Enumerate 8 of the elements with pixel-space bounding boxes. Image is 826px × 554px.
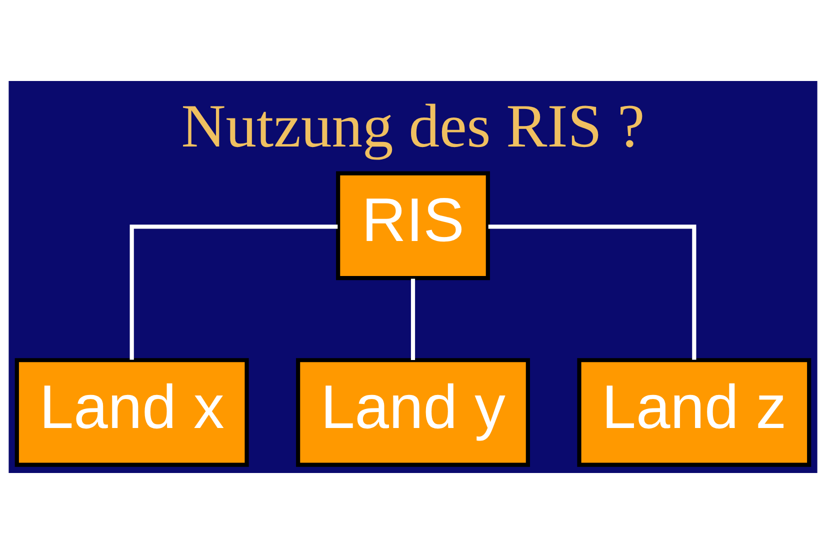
connector bbox=[130, 224, 338, 360]
node-box: RIS bbox=[336, 171, 490, 280]
connector bbox=[488, 224, 696, 360]
diagram-title: Nutzung des RIS ? bbox=[181, 92, 645, 161]
connector bbox=[410, 278, 416, 360]
node-box: Land z bbox=[577, 358, 812, 467]
node-box: Land y bbox=[296, 358, 530, 467]
node-box: Land x bbox=[14, 358, 249, 467]
